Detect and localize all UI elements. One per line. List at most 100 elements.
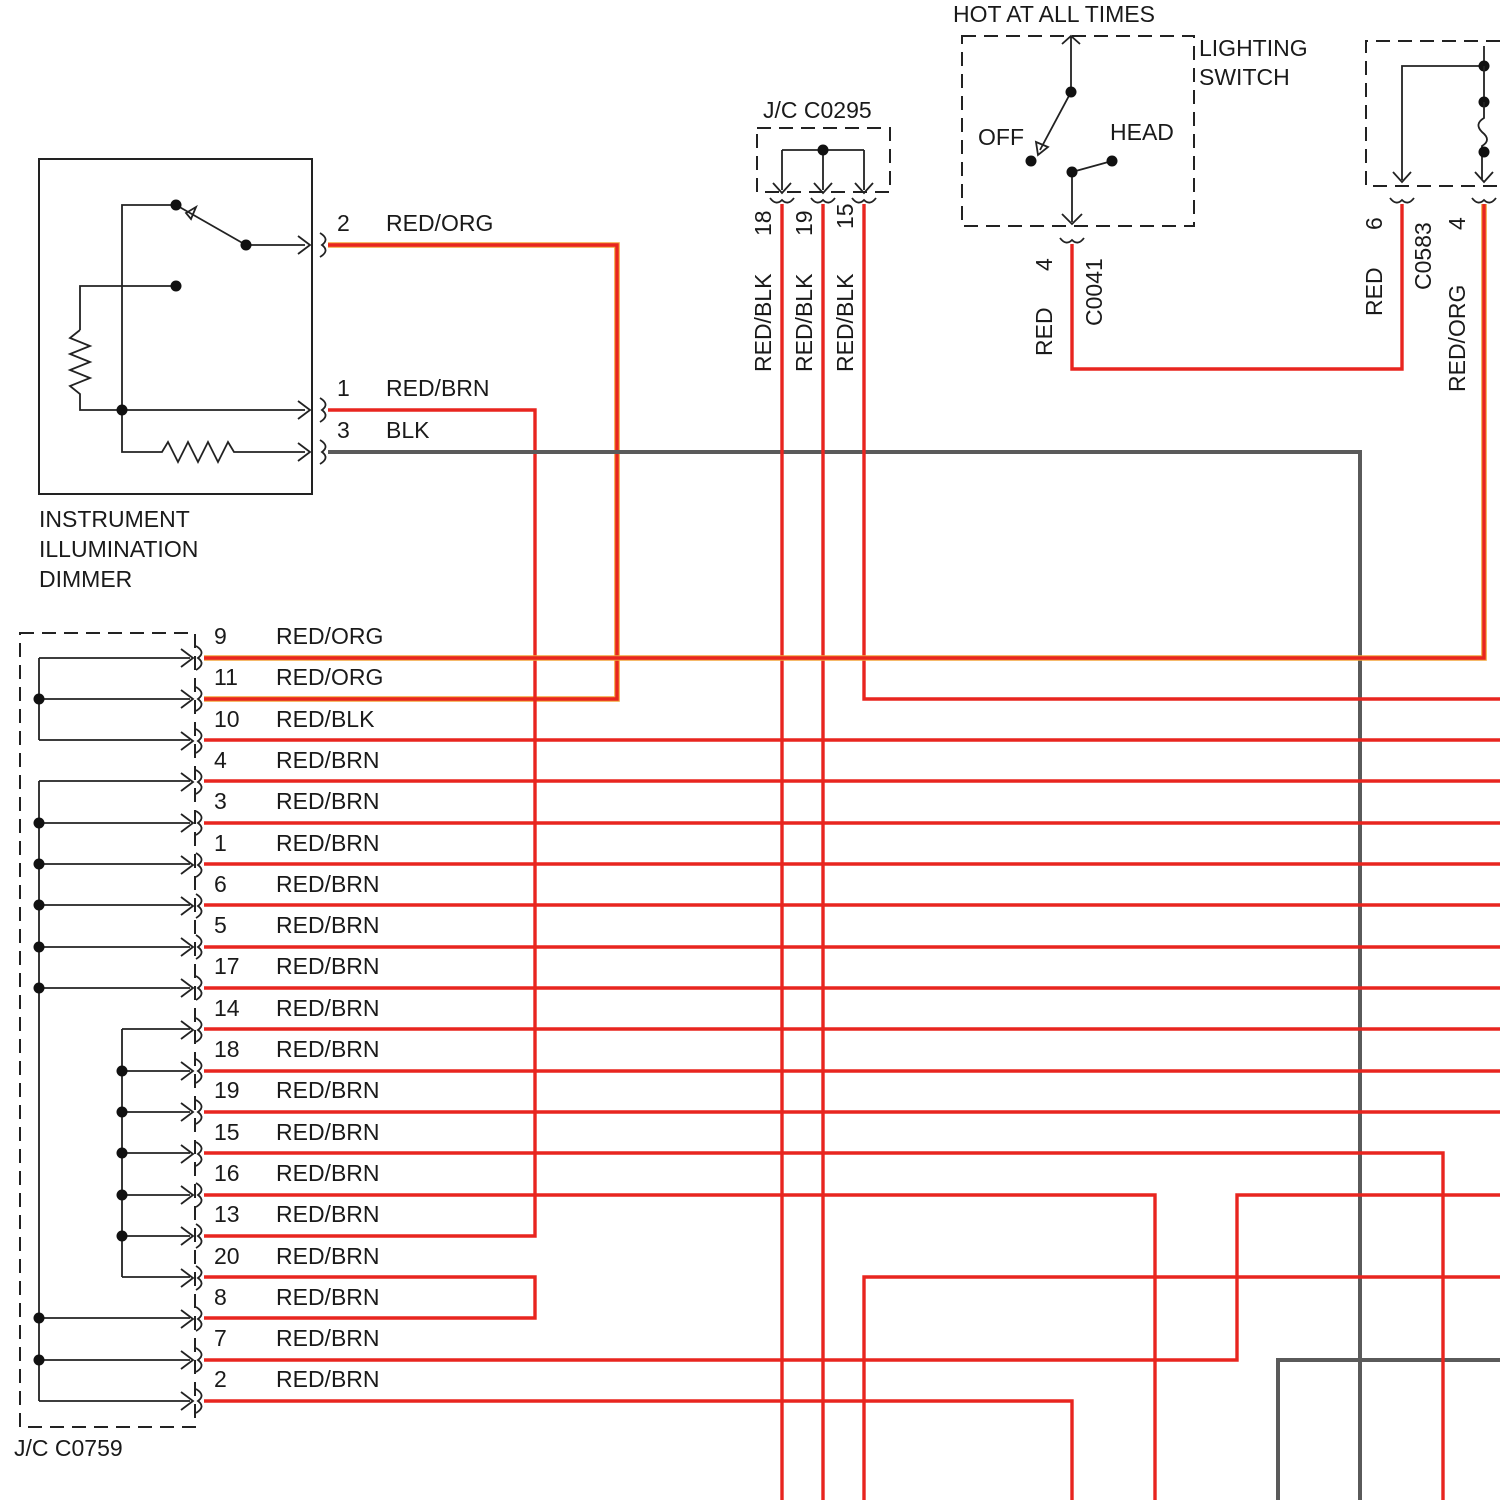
jc0759-pin-color: RED/BRN — [276, 1284, 380, 1310]
jc0759-pin-number: 13 — [214, 1201, 240, 1227]
jc0295-pin-15: 15 — [832, 203, 858, 229]
jc0759-pin-number: 14 — [214, 995, 240, 1021]
jc0759-pin-number: 16 — [214, 1160, 240, 1186]
jc0295-pin-18-color: RED/BLK — [750, 273, 776, 372]
wire-dimmer-pin2 — [204, 245, 617, 699]
dimmer-title-line-1: INSTRUMENT — [39, 506, 190, 532]
dimmer-pin-3: 3 — [337, 417, 350, 443]
jc0759-pin-color: RED/BLK — [276, 706, 375, 732]
jc0759-pin-color: RED/BRN — [276, 1366, 380, 1392]
jc0759-pin-color: RED/BRN — [276, 788, 380, 814]
jc0759-pin-color: RED/BRN — [276, 1243, 380, 1269]
jc0759-pin-number: 5 — [214, 912, 227, 938]
jc0759-pin-row: 11 RED/ORG — [181, 664, 383, 711]
jc0295-pin-15-color: RED/BLK — [832, 273, 858, 372]
jc0759-pin-row: 19 RED/BRN — [181, 1077, 380, 1124]
jc0759-pin-row: 17 RED/BRN — [181, 953, 380, 1000]
jc0759-pin-number: 9 — [214, 623, 227, 649]
dimmer-pin-2: 2 — [337, 210, 350, 236]
right-component-pin-6: 6 — [1361, 217, 1387, 230]
jc0759-pin-row: 7RED/BRN — [181, 1325, 380, 1372]
lighting-switch-title-line-1: LIGHTING — [1199, 35, 1308, 61]
wire-dimmer-pin3 — [328, 452, 1360, 1500]
right-component-pin-4-color: RED/ORG — [1444, 285, 1470, 392]
jc0759-box — [20, 633, 195, 1427]
jc0759-pin-row: 15 RED/BRN — [181, 1119, 380, 1166]
pin-arrow — [181, 1307, 202, 1331]
jc0759-pin-row: 20 RED/BRN — [181, 1243, 380, 1290]
lighting-switch: HOT AT ALL TIMES LIGHTING SWITCH OFF HEA… — [953, 1, 1308, 356]
right-component-pin-6-color: RED — [1361, 267, 1387, 316]
jc0759-pin-number: 6 — [214, 871, 227, 897]
jc0759-pin-number: 20 — [214, 1243, 240, 1269]
jc0759-pin-row: 1 RED/BRN — [181, 830, 380, 877]
jc0759-pin-color: RED/BRN — [276, 1077, 380, 1103]
jc0759-pin-color: RED/BRN — [276, 1201, 380, 1227]
jc0759-pin-row: 2 RED/BRN — [181, 1366, 380, 1413]
right-component-pin-4: 4 — [1444, 217, 1470, 230]
jc0759-pin-color: RED/BRN — [276, 871, 380, 897]
jc0759-pin-row: 6 RED/BRN — [181, 871, 380, 918]
jc0759-pin-number: 8 — [214, 1284, 227, 1310]
jc0759-pin-number: 11 — [214, 664, 238, 690]
jc0759-pin-row: 14 RED/BRN — [181, 995, 380, 1042]
switch-off-label: OFF — [978, 124, 1024, 150]
instrument-illumination-dimmer: 2 RED/ORG 1 RED/BRN 3 BLK INSTRUMENT ILL… — [39, 159, 493, 592]
wire-row-2 — [204, 1401, 1072, 1500]
jc0759-pin-row: 4 RED/BRN — [181, 747, 380, 794]
pin-arrow — [181, 1142, 202, 1166]
jc0295-pin-18: 18 — [750, 210, 776, 236]
pin-arrow — [181, 1018, 202, 1042]
jc0759-pin-row: 9 RED/ORG — [181, 623, 383, 670]
right-component-c0583: 6 RED C0583 4 RED/ORG — [1361, 41, 1500, 392]
wire-lower-cross — [864, 1277, 1500, 1500]
dimmer-title-line-2: ILLUMINATION — [39, 536, 198, 562]
pin-arrow — [181, 1266, 202, 1290]
jc0759-pin-number: 1 — [214, 830, 227, 856]
jc0295-label: J/C C0295 — [763, 97, 872, 123]
dimmer-pin-1-color: RED/BRN — [386, 375, 490, 401]
jc0759-pin-color: RED/ORG — [276, 664, 383, 690]
pin-arrow — [181, 770, 202, 794]
jc0759-pin-number: 19 — [214, 1077, 240, 1103]
jc0759-pin-row: 5 RED/BRN — [181, 912, 380, 959]
wire-grey-lower — [1278, 1360, 1500, 1500]
lighting-switch-pin-4: 4 — [1031, 258, 1057, 271]
dimmer-pin-2-color: RED/ORG — [386, 210, 493, 236]
junction-connector-c0295: J/C C0295 18 19 15 RED/BLK RED/BLK RED/B… — [750, 97, 890, 372]
jc0295-pin-19: 19 — [791, 210, 817, 236]
pin-arrow — [181, 894, 202, 918]
jc0759-pin-color: RED/BRN — [276, 747, 380, 773]
pin-arrow — [181, 853, 202, 877]
jc0759-pin-color: RED/BRN — [276, 1325, 380, 1351]
lighting-switch-connector: C0041 — [1081, 258, 1107, 326]
jc0759-pin-row: 13 RED/BRN — [181, 1201, 380, 1248]
jc0759-pin-color: RED/BRN — [276, 953, 380, 979]
dimmer-pin-3-color: BLK — [386, 417, 430, 443]
jc0759-pin-number: 2 — [214, 1366, 227, 1392]
jc0759-pin-color: RED/BRN — [276, 1119, 380, 1145]
jc0759-label: J/C C0759 — [14, 1435, 123, 1461]
jc0759-pin-color: RED/BRN — [276, 830, 380, 856]
pin-arrow — [181, 729, 202, 753]
jc0759-pin-number: 4 — [214, 747, 227, 773]
jc0759-pin-color: RED/BRN — [276, 995, 380, 1021]
jc0759-pin-number: 15 — [214, 1119, 240, 1145]
jc0295-pin-19-color: RED/BLK — [791, 273, 817, 372]
dimmer-pin-1: 1 — [337, 375, 350, 401]
jc0759-pin-color: RED/BRN — [276, 912, 380, 938]
dimmer-title-line-3: DIMMER — [39, 566, 132, 592]
jc0759-pin-color: RED/ORG — [276, 623, 383, 649]
jc0759-pin-row: 8 RED/BRN — [181, 1284, 380, 1331]
jc0759-pin-number: 17 — [214, 953, 240, 979]
hot-at-all-times-label: HOT AT ALL TIMES — [953, 1, 1155, 27]
wire-switch-pin4 — [1072, 204, 1402, 369]
jc0759-pin-number: 18 — [214, 1036, 240, 1062]
